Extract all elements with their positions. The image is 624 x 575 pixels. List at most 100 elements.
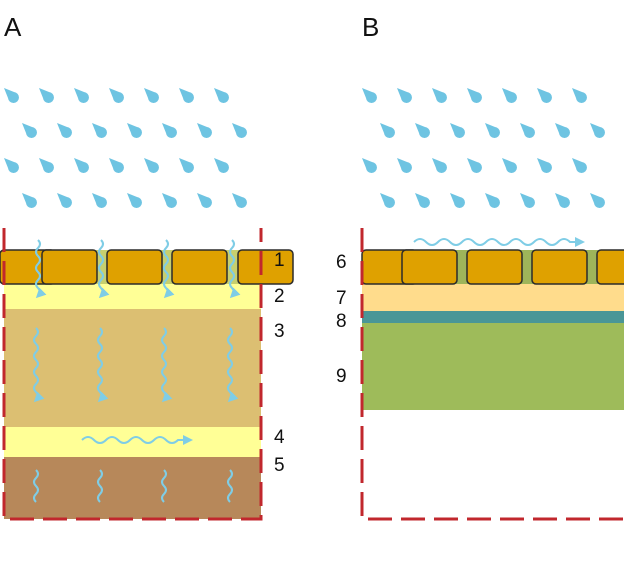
raindrop-icon — [432, 158, 447, 173]
subsoil-seep-line — [33, 469, 39, 503]
paver-block — [171, 249, 228, 285]
raindrop-icon — [214, 88, 229, 103]
raindrop-icon — [432, 88, 447, 103]
pavers-b — [361, 249, 624, 285]
raindrop-icon — [22, 123, 37, 138]
subsoil-seep-line — [227, 469, 233, 503]
rain-b — [362, 88, 605, 208]
joint-water-arrow — [98, 239, 110, 299]
layer-number-7: 7 — [336, 288, 347, 309]
panel-a-label: A — [4, 12, 22, 42]
panel-b-label: B — [362, 12, 379, 42]
surface-runoff-arrow-b — [413, 237, 585, 247]
raindrop-icon — [485, 193, 500, 208]
raindrop-icon — [214, 158, 229, 173]
layer-number-1: 1 — [274, 250, 285, 271]
pavers-a — [0, 249, 294, 285]
raindrop-icon — [590, 193, 605, 208]
container-outline-a — [2, 228, 263, 521]
raindrop-icon — [39, 88, 54, 103]
container-outline-b — [360, 228, 624, 521]
layer-number-3: 3 — [274, 321, 285, 342]
raindrop-icon — [162, 123, 177, 138]
raindrop-icon — [397, 158, 412, 173]
layer-number-9: 9 — [336, 366, 347, 387]
raindrop-icon — [415, 193, 430, 208]
raindrop-icon — [22, 193, 37, 208]
raindrop-icon — [362, 88, 377, 103]
layer-number-8: 8 — [336, 311, 347, 332]
joint-water-arrow — [163, 239, 175, 299]
subsoil-seep-line — [161, 469, 167, 503]
raindrop-icon — [74, 88, 89, 103]
raindrop-icon — [232, 123, 247, 138]
lateral-flow-arrow-a — [81, 435, 193, 445]
raindrop-icon — [380, 193, 395, 208]
raindrop-icon — [109, 88, 124, 103]
raindrop-icon — [127, 193, 142, 208]
raindrop-icon — [197, 123, 212, 138]
paver-block — [401, 249, 458, 285]
raindrop-icon — [520, 193, 535, 208]
joint-water-arrow — [35, 239, 47, 299]
raindrop-icon — [127, 123, 142, 138]
base-water-arrow — [33, 327, 45, 403]
raindrop-icon — [179, 88, 194, 103]
layer-4-drain-layer — [4, 427, 261, 457]
raindrop-icon — [415, 123, 430, 138]
raindrop-icon — [572, 158, 587, 173]
layer-5-subsoil — [4, 457, 261, 519]
paver-block — [106, 249, 163, 285]
paver-block — [531, 249, 588, 285]
base-water-arrow — [97, 327, 109, 403]
raindrop-icon — [590, 123, 605, 138]
raindrop-icon — [144, 158, 159, 173]
layer-number-6: 6 — [336, 252, 347, 273]
subsoil-seepage-lines — [33, 469, 233, 503]
raindrop-icon — [92, 123, 107, 138]
raindrop-icon — [502, 158, 517, 173]
paver-block — [466, 249, 523, 285]
raindrop-icon — [555, 123, 570, 138]
raindrop-icon — [232, 193, 247, 208]
layer-2-yellow-sand — [4, 283, 261, 309]
layer-number-4: 4 — [274, 427, 285, 448]
raindrop-icon — [467, 88, 482, 103]
paver-block — [596, 249, 624, 285]
layer-7-bedding — [362, 283, 624, 311]
raindrop-icon — [179, 158, 194, 173]
raindrop-icon — [74, 158, 89, 173]
raindrop-icon — [362, 158, 377, 173]
raindrop-icon — [555, 193, 570, 208]
base-infiltration-arrows — [33, 327, 239, 403]
raindrop-icon — [109, 158, 124, 173]
raindrop-icon — [502, 88, 517, 103]
raindrop-icon — [380, 123, 395, 138]
raindrop-icon — [4, 158, 19, 173]
base-water-arrow — [161, 327, 173, 403]
raindrop-icon — [467, 158, 482, 173]
joint-infiltration-arrows — [35, 239, 241, 299]
raindrop-icon — [57, 193, 72, 208]
layer-8-membrane — [362, 311, 624, 323]
panel-b: B 6 7 8 9 — [336, 12, 624, 521]
raindrop-icon — [197, 193, 212, 208]
raindrop-icon — [537, 88, 552, 103]
raindrop-icon — [92, 193, 107, 208]
raindrop-icon — [162, 193, 177, 208]
layer-9-base — [362, 323, 624, 410]
raindrop-icon — [572, 88, 587, 103]
raindrop-icon — [450, 123, 465, 138]
raindrop-icon — [450, 193, 465, 208]
raindrop-icon — [520, 123, 535, 138]
paver-block — [237, 249, 294, 285]
raindrop-icon — [57, 123, 72, 138]
layer-number-2: 2 — [274, 286, 285, 307]
paver-block — [41, 249, 98, 285]
raindrop-icon — [144, 88, 159, 103]
raindrop-icon — [4, 88, 19, 103]
layer-number-5: 5 — [274, 455, 285, 476]
raindrop-icon — [397, 88, 412, 103]
joint-water-arrow — [229, 239, 241, 299]
